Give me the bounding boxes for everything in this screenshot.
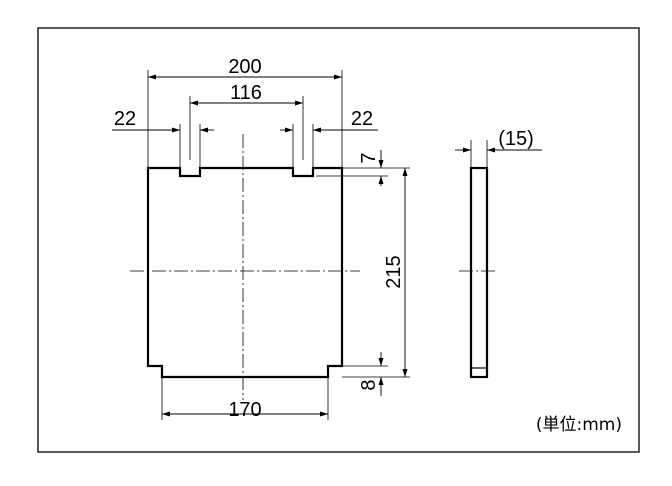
- dim-right-slot-width: 22: [351, 108, 373, 130]
- center-lines: [130, 134, 498, 400]
- extension-lines: [147, 70, 488, 420]
- dim-left-slot-width: 22: [114, 108, 136, 130]
- dim-height: 215: [383, 255, 405, 288]
- dim-thickness: (15): [498, 128, 534, 150]
- unit-note: (単位:mm): [536, 415, 622, 435]
- dim-slot-spacing: 116: [230, 82, 262, 104]
- dim-slot-depth: 7: [358, 152, 380, 163]
- panel-side-outline: [469, 166, 489, 379]
- dim-bottom-width: 170: [228, 399, 261, 421]
- arrowheads: [148, 74, 495, 417]
- panel-front-outline: [146, 166, 344, 379]
- dimension-lines: [112, 76, 542, 415]
- dim-overall-width: 200: [228, 56, 261, 78]
- dim-bottom-notch: 8: [358, 379, 380, 390]
- drawing-frame: [37, 27, 640, 453]
